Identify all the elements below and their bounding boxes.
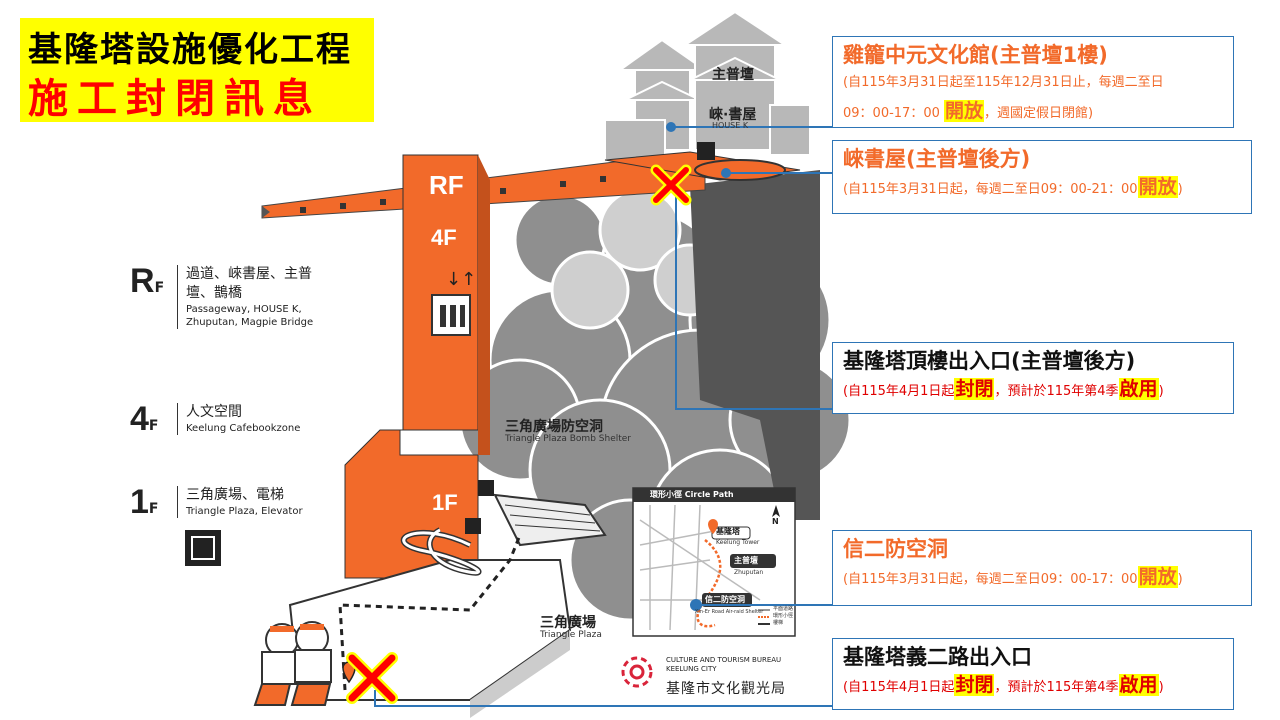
floor-1f-en: Triangle Plaza, Elevator	[186, 506, 303, 517]
triangle-plaza-en-label: Triangle Plaza	[540, 630, 602, 640]
map-zhuputan-label: 主普壇	[734, 556, 758, 565]
map-tower-label: 基隆塔	[716, 527, 740, 536]
status-badge-reopen: 啟用	[1118, 378, 1159, 400]
map-legend-item: 環形小徑	[773, 613, 794, 619]
floor-rf-number: R	[130, 262, 155, 300]
connector-lines	[374, 126, 832, 707]
map-shelter-label: 信二防空洞	[705, 595, 745, 604]
map-tower-en-label: Keelung Tower	[716, 539, 760, 546]
notice-detail: (自115年4月1日起封閉，預計於115年第4季啟用)	[843, 674, 1164, 696]
notice-detail: (自115年3月31日起至115年12月31日止，每週二至日	[843, 75, 1164, 90]
floor-rf-en: Passageway, HOUSE K, Zhuputan, Magpie Br…	[186, 304, 314, 328]
notice-title: 信二防空洞	[843, 537, 948, 561]
title-line-1: 基隆塔設施優化工程	[28, 30, 352, 70]
floor-4f-zh: 人文空間	[186, 404, 242, 420]
notice-cultural-hall: 雞籠中元文化館(主普壇1樓) (自115年3月31日起至115年12月31日止，…	[832, 36, 1234, 128]
tower-4f-label: 4F	[431, 225, 457, 250]
notice-title: 崍書屋(主普壇後方)	[843, 147, 1031, 171]
tower-1f-label: 1F	[432, 490, 458, 515]
floor-rf-desc: 過道、崍書屋、主普壇、鵲橋 Passageway, HOUSE K, Zhupu…	[177, 265, 316, 329]
map-legend-item: 樓梯	[773, 620, 784, 626]
hikers-icon	[253, 621, 332, 706]
house-k-label: 崍·書屋	[709, 107, 757, 123]
closure-x-entrance	[346, 652, 398, 704]
bureau-logo	[621, 656, 653, 688]
status-badge-reopen: 啟用	[1118, 674, 1159, 696]
map-zhuputan-en-label: Zhuputan	[734, 569, 764, 576]
notice-rooftop-entrance: 基隆塔頂樓出入口(主普壇後方) (自115年4月1日起封閉，預計於115年第4季…	[832, 342, 1234, 414]
cliff	[690, 170, 820, 520]
floor-1f-number: 1	[130, 483, 149, 521]
notice-title: 雞籠中元文化館(主普壇1樓)	[843, 43, 1108, 67]
status-badge-closed: 封閉	[954, 378, 995, 400]
bureau-en-line-2: KEELUNG CITY	[666, 665, 717, 673]
floor-4f-en: Keelung Cafebookzone	[186, 423, 301, 434]
walking-route	[338, 534, 522, 691]
elevator-legend-icon	[185, 530, 221, 566]
floor-rf: RF	[130, 262, 164, 301]
notice-yier-entrance: 基隆塔義二路出入口 (自115年4月1日起封閉，預計於115年第4季啟用)	[832, 638, 1234, 710]
notice-title: 基隆塔義二路出入口	[843, 645, 1032, 669]
zhuputan-temple	[604, 10, 811, 161]
bomb-shelter-en-label: Triangle Plaza Bomb Shelter	[505, 434, 631, 444]
title-line-2: 施工封閉訊息	[28, 76, 322, 122]
notice-xiner-shelter: 信二防空洞 (自115年3月31日起，每週二至日09：00-17：00開放)	[832, 530, 1252, 606]
tower-rf-label: RF	[429, 170, 464, 200]
house-k-en-label: HOUSE K	[712, 121, 749, 130]
map-legend: 平面道路 環形小徑 樓梯	[773, 606, 793, 627]
floor-rf-sub: F	[154, 280, 165, 296]
arm-dots	[300, 176, 606, 213]
status-badge: 開放	[1137, 176, 1178, 198]
map-header: 環形小徑 Circle Path	[650, 490, 734, 499]
map-shelter-en-label: Xin-Er Road Air-raid Shelter	[695, 609, 764, 615]
floor-1f-zh: 三角廣場、電梯	[186, 487, 284, 503]
status-badge: 開放	[944, 100, 985, 122]
floor-4f-number: 4	[130, 400, 149, 438]
title-banner	[20, 18, 374, 122]
wc-icon	[465, 142, 715, 534]
floor-4f-sub: F	[148, 418, 159, 434]
map-legend-item: 平面道路	[773, 606, 794, 612]
bomb-shelter-label: 三角廣場防空洞	[505, 419, 603, 435]
map-north-label: N	[772, 517, 779, 526]
closure-x-rooftop	[650, 164, 692, 206]
connector-dots	[666, 122, 731, 610]
triangle-plaza-label: 三角廣場	[540, 615, 596, 631]
svg-text:↓↑: ↓↑	[446, 269, 476, 290]
floor-4f-desc: 人文空間 Keelung Cafebookzone	[177, 403, 300, 435]
status-badge-closed: 封閉	[954, 674, 995, 696]
floor-4f: 4F	[130, 400, 159, 439]
floor-rf-zh: 過道、崍書屋、主普壇、鵲橋	[186, 266, 312, 301]
zhuputan-label: 主普壇	[712, 67, 754, 83]
notice-detail: (自115年3月31日起，每週二至日09：00-17：00開放)	[843, 566, 1183, 588]
notice-house-k: 崍書屋(主普壇後方) (自115年3月31日起，每週二至日09：00-21：00…	[832, 140, 1252, 214]
notice-title: 基隆塔頂樓出入口(主普壇後方)	[843, 349, 1136, 373]
floor-1f-desc: 三角廣場、電梯 Triangle Plaza, Elevator	[177, 486, 303, 518]
notice-detail: (自115年4月1日起封閉，預計於115年第4季啟用)	[843, 378, 1164, 400]
tower-body	[344, 154, 479, 579]
notice-detail: 09：00-17：00 開放，週國定假日閉館)	[843, 100, 1094, 122]
notice-detail: (自115年3月31日起，每週二至日09：00-21：00開放)	[843, 176, 1183, 198]
elevator-icon	[431, 294, 471, 336]
bureau-name: 基隆市文化觀光局	[666, 681, 786, 697]
floor-1f-sub: F	[148, 501, 159, 517]
bureau-en-line-1: CULTURE AND TOURISM BUREAU	[666, 656, 782, 664]
status-badge: 開放	[1137, 566, 1178, 588]
bureau-en: CULTURE AND TOURISM BUREAU KEELUNG CITY	[666, 656, 781, 674]
floor-1f: 1F	[130, 483, 159, 522]
